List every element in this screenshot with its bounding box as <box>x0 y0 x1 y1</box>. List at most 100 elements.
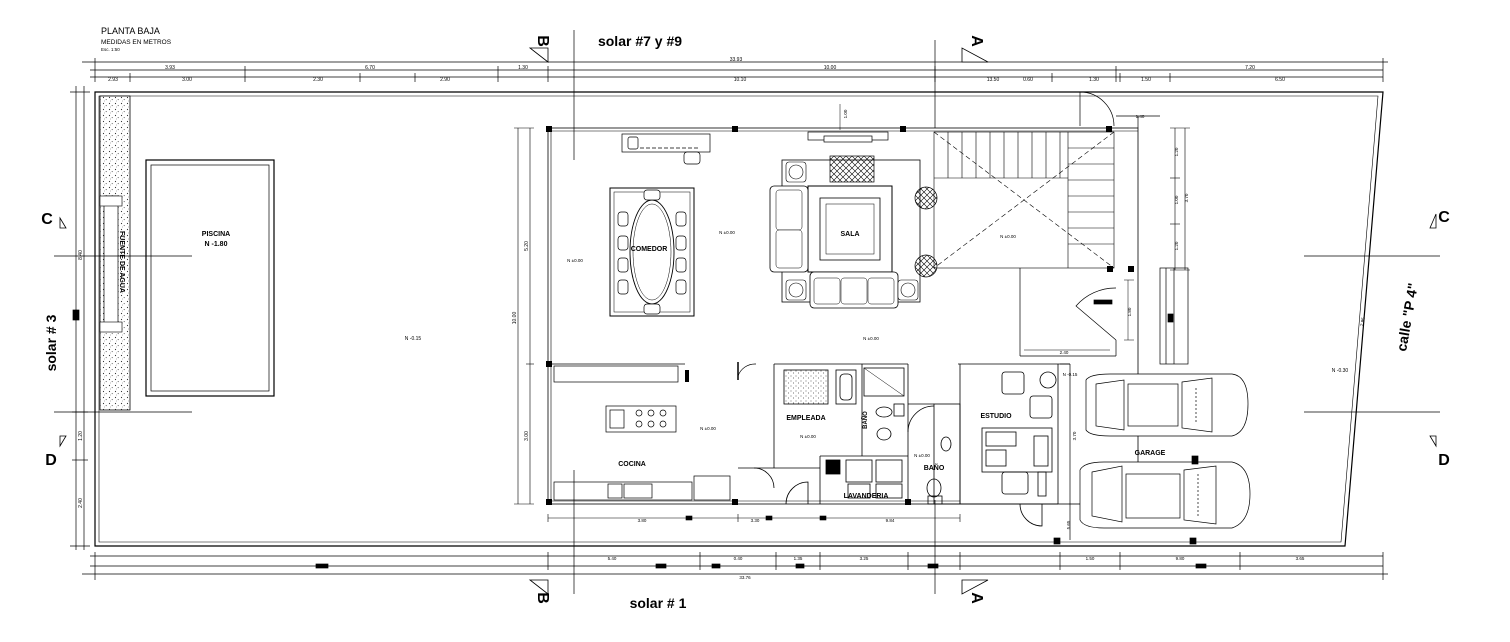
living-label: SALA <box>840 231 859 238</box>
garage-label: GARAGE <box>1135 450 1166 457</box>
dim-bottom-2: 0.40 <box>734 556 743 561</box>
entry-door <box>1079 91 1160 128</box>
neighbor-top-label: solar #7 y #9 <box>598 33 682 49</box>
dining-label: COMEDOR <box>631 246 668 253</box>
dim-top-total: 33.93 <box>730 57 743 63</box>
laundry-label: LAVANDERIA <box>844 493 889 500</box>
dim-entry: 1.40 <box>1136 114 1145 119</box>
section-c-right: C <box>1438 209 1450 226</box>
dim-top2-2: 3.00 <box>182 77 192 83</box>
dim-right-3: 1.20 <box>1174 241 1179 250</box>
dim-right-1: 1.20 <box>1174 147 1179 156</box>
plan-title: PLANTA BAJA <box>101 26 160 36</box>
dim-hall: 2.40 <box>1060 350 1069 355</box>
street-right-label: calle "P 4" <box>1393 282 1421 353</box>
neighbor-bottom-label: solar # 1 <box>630 595 687 611</box>
section-d-right: D <box>1438 452 1450 469</box>
plan-units: MEDIDAS EN METROS <box>101 39 172 46</box>
dim-int-left-1: 5.20 <box>524 241 530 251</box>
dim-top-5: 7.20 <box>1245 65 1255 71</box>
kitchen-level: N ±0.00 <box>700 426 716 431</box>
dim-top2-9: 1.50 <box>1141 77 1151 83</box>
section-b-top: B <box>534 35 551 47</box>
dim-bottom-7: 3.65 <box>1296 556 1305 561</box>
stair-level: N ±0.00 <box>1000 234 1016 239</box>
dim-top2-8: 1.30 <box>1089 77 1099 83</box>
plan-scale: Esc. 1:50 <box>101 47 120 52</box>
kitchen <box>551 362 757 501</box>
dim-top-3: 1.30 <box>518 65 528 71</box>
bathroom-level: N ±0.00 <box>914 453 930 458</box>
patio-level: N -0.15 <box>405 336 422 342</box>
living-area <box>769 155 921 309</box>
hall <box>1019 267 1189 365</box>
left-dimensions <box>70 86 90 550</box>
desk-furniture <box>621 133 711 165</box>
dim-left-3: 2.40 <box>78 498 84 508</box>
section-a-top: A <box>968 35 985 47</box>
section-b-bottom: B <box>534 592 551 604</box>
dining-level-2: N ±0.00 <box>719 230 735 235</box>
dim-top2-4: 2.90 <box>440 77 450 83</box>
swimming-pool <box>145 159 275 397</box>
dim-bottom-total: 33.76 <box>739 575 751 580</box>
dim-hall-v: 1.80 <box>1127 307 1132 316</box>
street-level: N -0.30 <box>1332 368 1349 374</box>
dim-top2-7: 0.60 <box>1023 77 1033 83</box>
bathroom-1-label: BAÑO <box>862 411 869 429</box>
dim-top2-10: 6.50 <box>1275 77 1285 83</box>
living-level: N ±0.00 <box>863 336 879 341</box>
pool-level: N -1.80 <box>205 241 228 248</box>
dim-bottom-3: 1.35 <box>794 556 803 561</box>
dim-top-small: 1.00 <box>843 109 848 118</box>
section-a-bottom: A <box>968 592 985 604</box>
study <box>958 363 1070 527</box>
dim-bottom-5: 1.50 <box>1086 556 1095 561</box>
garage <box>1060 363 1251 540</box>
dim-int-left-3: 3.00 <box>524 431 530 441</box>
dim-garage-v: 3.70 <box>1072 431 1077 440</box>
section-c-left: C <box>41 211 53 228</box>
neighbor-left-label: solar # 3 <box>43 314 59 371</box>
maid-room-level: N ±0.00 <box>800 434 816 439</box>
dim-left-1: 8.40 <box>78 250 84 260</box>
interior-bottom-dims <box>547 514 961 522</box>
top-dimensions <box>82 58 1388 82</box>
interior-left-dims <box>514 127 534 505</box>
dim-left-2: 1.20 <box>78 431 84 441</box>
fireplace <box>807 104 889 143</box>
dim-garage-v2: 5.65 <box>1066 520 1071 529</box>
dim-bottom-4: 3.25 <box>860 556 869 561</box>
dim-top2-6: 13.50 <box>987 77 1000 83</box>
dim-top-2: 6.70 <box>365 65 375 71</box>
section-d-left: D <box>45 452 57 469</box>
top-dimension-labels: 33.93 3.93 6.70 1.30 10.00 7.20 2.93 3.0… <box>108 57 1285 83</box>
section-lines <box>54 30 1440 594</box>
staircase <box>933 131 1115 269</box>
dim-right-2: 1.00 <box>1174 195 1179 204</box>
study-label: ESTUDIO <box>980 413 1012 420</box>
dim-diag: 2.95 <box>1359 317 1366 327</box>
dim-right-4: 3.70 <box>1184 193 1189 202</box>
dining-table <box>609 187 695 317</box>
dim-bottom-6: 9.80 <box>1176 556 1185 561</box>
house-walls <box>547 127 1139 505</box>
stair-dims <box>1170 127 1190 271</box>
dim-int-bottom-1: 3.80 <box>638 518 647 523</box>
dim-int-bottom-3: 9.84 <box>886 518 895 523</box>
dim-top2-3: 2.30 <box>313 77 323 83</box>
dim-top2-1: 2.93 <box>108 77 118 83</box>
dim-top-4: 10.00 <box>824 65 837 71</box>
dim-bottom-1: 5.40 <box>608 556 617 561</box>
pool-label: PISCINA <box>202 231 230 238</box>
dim-top2-5: 10.10 <box>734 77 747 83</box>
dim-int-bottom-2: 3.30 <box>751 518 760 523</box>
kitchen-label: COCINA <box>618 461 646 468</box>
title-block: PLANTA BAJA MEDIDAS EN METROS Esc. 1:50 <box>101 26 172 52</box>
garage-level: N -0.15 <box>1063 372 1078 377</box>
section-arrows <box>59 47 1437 595</box>
fountain-label: FUENTE DE AGUA <box>118 231 125 293</box>
bottom-dimensions <box>82 537 1388 580</box>
fountain-wall <box>99 95 131 411</box>
